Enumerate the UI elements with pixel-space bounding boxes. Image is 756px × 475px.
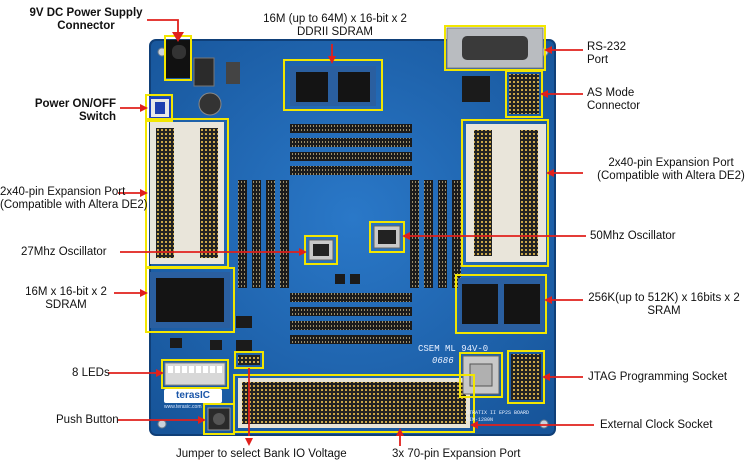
label-jtag: JTAG Programming Socket: [588, 371, 728, 383]
label-osc-27: 27Mhz Oscillator: [21, 246, 107, 258]
left-expansion-port: [150, 122, 224, 264]
ddr2-chips: [290, 66, 376, 106]
sram-chips: [458, 278, 544, 330]
expansion-70pin-header: [238, 378, 470, 428]
push-button-part: [207, 407, 231, 431]
bottom-slots: [290, 293, 412, 344]
jumper-part: [238, 355, 260, 365]
osc-50mhz: [373, 225, 401, 249]
cert-text: CSEM ML 94V-0: [418, 344, 489, 354]
model-line-1: STRATIX II EP2S BOARD: [466, 410, 530, 416]
label-expansion-left: 2x40-pin Expansion Port(Compatible with …: [0, 186, 148, 211]
power-switch: [149, 97, 171, 119]
label-push-button: Push Button: [56, 414, 119, 426]
jtag-socket: [511, 354, 541, 400]
terasic-url: www.terasic.com: [164, 404, 202, 410]
misc-chips: [170, 274, 360, 352]
rs232-transceiver: [462, 76, 490, 102]
pointer-heads: [140, 32, 554, 446]
pointer-lines: [108, 19, 594, 446]
rs232-connector: [446, 27, 544, 69]
regulators: [193, 57, 240, 116]
label-expansion-70: 3x 70-pin Expansion Port: [392, 448, 521, 460]
sdram-chip: [150, 272, 230, 328]
lot-text: 0686: [432, 356, 454, 366]
as-mode-connector: [509, 74, 539, 114]
right-expansion-port: [466, 124, 546, 262]
right-slots: [410, 180, 461, 288]
label-expansion-right: 2x40-pin Expansion Port(Compatible with …: [597, 157, 745, 182]
label-ext-clock: External Clock Socket: [600, 419, 713, 431]
top-slots: [290, 124, 412, 175]
terasic-logo: terasIC: [164, 389, 222, 403]
left-slots: [238, 180, 289, 288]
label-osc-50: 50Mhz Oscillator: [590, 230, 676, 242]
led-bank: [164, 362, 226, 386]
label-leds: 8 LEDs: [72, 367, 110, 379]
osc-27mhz: [308, 239, 334, 261]
model-line-2: DIM-1280N: [466, 417, 494, 423]
power-connector: [166, 40, 192, 78]
label-jumper: Jumper to select Bank IO Voltage: [176, 448, 347, 460]
